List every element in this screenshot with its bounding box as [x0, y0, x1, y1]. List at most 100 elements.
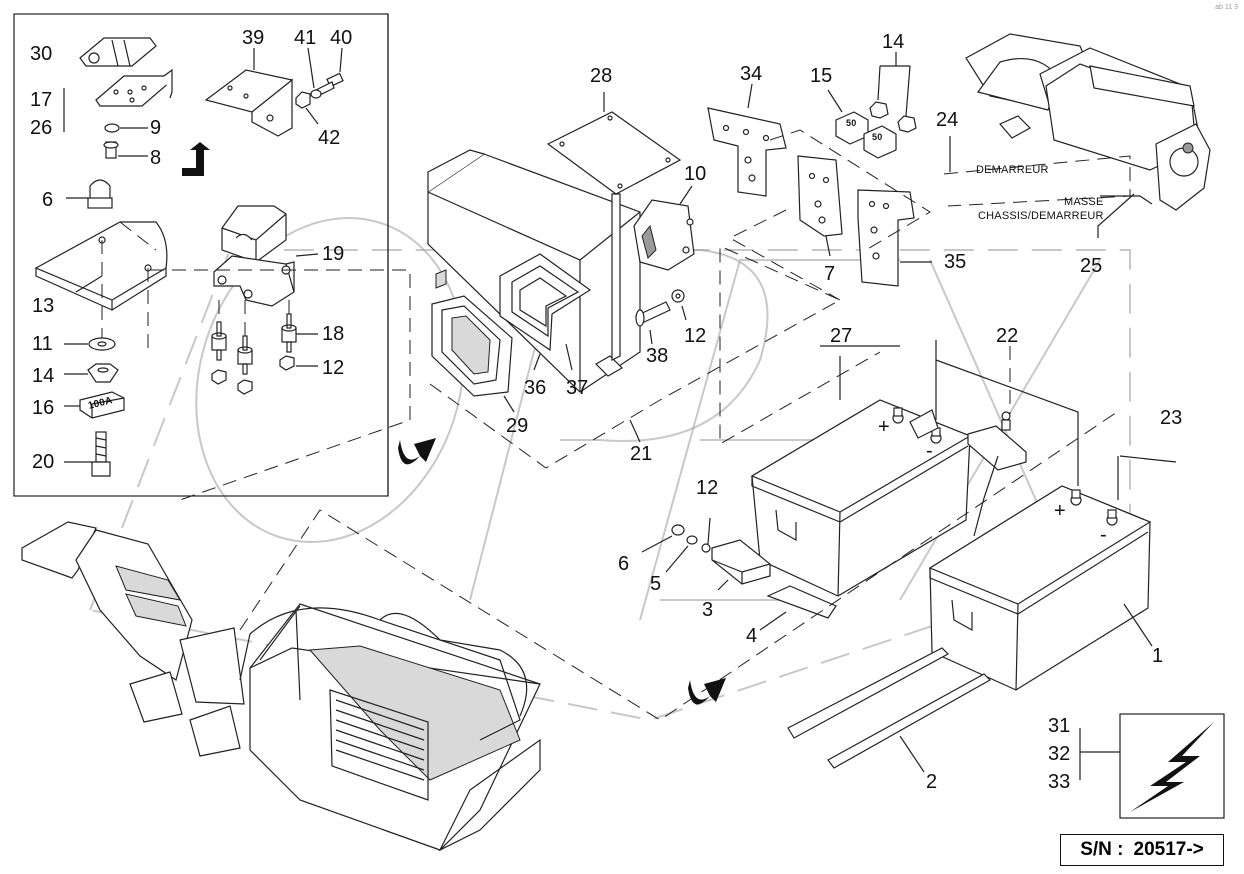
callout-16[interactable]: 16 [32, 397, 55, 419]
callout-19[interactable]: 19 [322, 243, 345, 265]
callout-12c[interactable]: 12 [696, 477, 719, 499]
terminal-cover[interactable] [34, 221, 168, 311]
washer-12b[interactable] [671, 289, 685, 303]
nuts-14b[interactable] [869, 101, 917, 133]
battery-1[interactable] [928, 485, 1152, 691]
callout-29[interactable]: 29 [506, 415, 529, 437]
callout-30[interactable]: 30 [30, 43, 53, 65]
bolt-20[interactable] [91, 431, 111, 477]
clamp-3[interactable] [711, 539, 771, 585]
callout-18[interactable]: 18 [322, 323, 345, 345]
callout-6b[interactable]: 6 [618, 553, 630, 575]
callout-15[interactable]: 15 [810, 65, 833, 87]
callout-35[interactable]: 35 [944, 251, 967, 273]
cover-plate-28[interactable] [546, 111, 682, 195]
callout-38[interactable]: 38 [646, 345, 669, 367]
cable-21 [429, 245, 881, 469]
callout-22[interactable]: 22 [996, 325, 1019, 347]
leader-36-37 [533, 343, 573, 371]
mounting-bracket[interactable] [95, 68, 173, 107]
terminal-plate-35[interactable] [857, 189, 915, 287]
small-fasteners[interactable] [671, 524, 711, 553]
leader-15 [827, 89, 843, 113]
washer-41[interactable] [310, 89, 322, 99]
fuse-block[interactable] [79, 391, 125, 419]
washer-11[interactable] [88, 337, 116, 351]
support-bar[interactable] [611, 193, 621, 361]
machine-body[interactable] [21, 521, 541, 852]
callout-14a[interactable]: 14 [32, 365, 55, 387]
callout-17[interactable]: 17 [30, 89, 53, 111]
callout-10[interactable]: 10 [684, 163, 707, 185]
callout-5[interactable]: 5 [650, 573, 662, 595]
terminal-cap[interactable] [87, 179, 113, 209]
callout-11[interactable]: 11 [32, 333, 53, 355]
nut-42[interactable] [295, 91, 311, 109]
nut-14[interactable] [87, 363, 119, 383]
callout-14b[interactable]: 14 [882, 31, 905, 53]
electrical-symbol-box[interactable] [1119, 713, 1225, 819]
callout-24[interactable]: 24 [936, 109, 959, 131]
rotate-arrow-icon-3 [688, 678, 726, 705]
starter-motor[interactable] [965, 33, 1211, 211]
serial-label: S/N : [1080, 839, 1124, 860]
leader-34 [747, 83, 753, 109]
callout-32[interactable]: 32 [1048, 743, 1071, 765]
gasket-36-37[interactable] [499, 253, 592, 352]
angle-bracket[interactable] [204, 69, 294, 137]
callout-42[interactable]: 42 [318, 127, 341, 149]
relay-mount[interactable] [213, 205, 295, 307]
socket-10[interactable] [633, 199, 695, 271]
screw-38[interactable] [635, 301, 671, 327]
callout-27[interactable]: 27 [830, 325, 853, 347]
callout-34[interactable]: 34 [740, 63, 763, 85]
callout-23[interactable]: 23 [1160, 407, 1183, 429]
leader-13 [75, 275, 103, 293]
callout-20[interactable]: 20 [32, 451, 55, 473]
callout-7[interactable]: 7 [824, 263, 836, 285]
callout-28[interactable]: 28 [590, 65, 613, 87]
callout-25[interactable]: 25 [1080, 255, 1103, 277]
callout-12b[interactable]: 12 [684, 325, 707, 347]
callout-39[interactable]: 39 [242, 27, 265, 49]
callout-3[interactable]: 3 [702, 599, 714, 621]
callout-21[interactable]: 21 [630, 443, 653, 465]
label-block-b: 50 [872, 132, 883, 142]
rubber-strips[interactable] [787, 647, 991, 769]
callout-41[interactable]: 41 [294, 27, 317, 49]
callout-13[interactable]: 13 [32, 295, 55, 317]
callout-31[interactable]: 31 [1048, 715, 1071, 737]
callout-4[interactable]: 4 [746, 625, 758, 647]
battery-27-plus: + [878, 416, 890, 438]
battery-27[interactable] [750, 399, 972, 597]
callout-36[interactable]: 36 [524, 377, 547, 399]
washer-9[interactable] [104, 123, 120, 133]
label-masse: MASSE [1064, 196, 1104, 208]
bracket-22[interactable] [967, 411, 1027, 537]
terminal-plate-34[interactable] [707, 107, 787, 197]
vibration-mounts[interactable] [211, 313, 297, 395]
callout-37[interactable]: 37 [566, 377, 589, 399]
flange-29[interactable] [431, 295, 513, 397]
cable-24-25 [943, 155, 1131, 207]
callout-6a[interactable]: 6 [42, 189, 54, 211]
callout-12a[interactable]: 12 [322, 357, 345, 379]
strap-4[interactable] [766, 585, 837, 619]
hinge-plate[interactable] [79, 37, 157, 67]
callout-33[interactable]: 33 [1048, 771, 1071, 793]
callout-9[interactable]: 9 [150, 117, 162, 139]
callout-2[interactable]: 2 [926, 771, 938, 793]
leader-1 [1123, 603, 1153, 647]
callout-26[interactable]: 26 [30, 117, 53, 139]
terminal-blocks-15[interactable] [835, 111, 897, 159]
callout-8[interactable]: 8 [150, 147, 162, 169]
screw-8[interactable] [103, 141, 119, 159]
callout-1[interactable]: 1 [1152, 645, 1164, 667]
leader-42 [305, 107, 319, 125]
serial-number-box[interactable]: S/N : 20517-> [1060, 834, 1224, 866]
terminal-plate-7[interactable] [797, 155, 843, 237]
callout-40[interactable]: 40 [330, 27, 353, 49]
leader-7 [825, 235, 831, 257]
leader-25 [1097, 193, 1135, 238]
